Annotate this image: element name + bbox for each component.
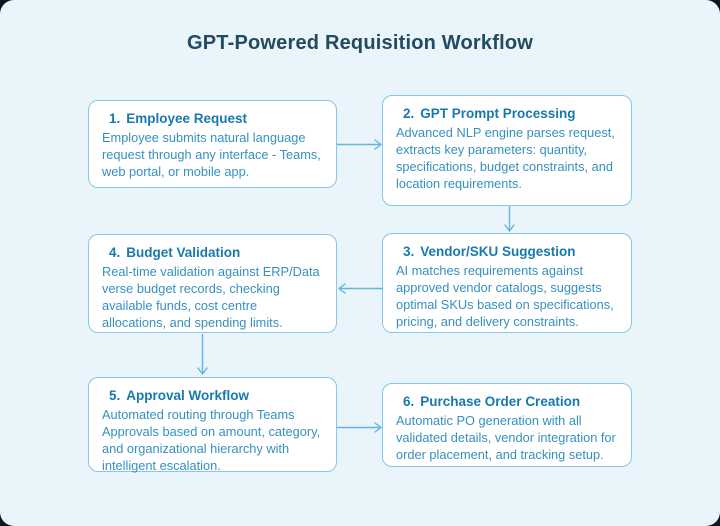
arrow-step4-to-step5-icon xyxy=(196,334,209,376)
step-heading: 5. Approval Workflow xyxy=(102,388,323,403)
step-number: 4. xyxy=(109,245,121,260)
step-description: Employee submits natural language reques… xyxy=(102,130,321,179)
arrow-step2-to-step3-icon xyxy=(503,206,516,233)
step-box-gpt-prompt-processing: 2. GPT Prompt Processing Advanced NLP en… xyxy=(382,95,632,206)
step-title: Approval Workflow xyxy=(126,388,250,403)
step-description: Automated routing through Teams Approval… xyxy=(102,407,321,473)
step-title: Vendor/SKU Suggestion xyxy=(420,244,576,259)
step-box-vendor-sku-suggestion: 3. Vendor/SKU Suggestion AI matches requ… xyxy=(382,233,632,333)
step-description: AI matches requirements against approved… xyxy=(396,263,614,329)
step-heading: 1. Employee Request xyxy=(102,111,323,126)
step-heading: 4. Budget Validation xyxy=(102,245,323,260)
step-description: Automatic PO generation with all validat… xyxy=(396,413,616,462)
step-number: 2. xyxy=(403,106,415,121)
arrow-step3-to-step4-icon xyxy=(337,282,383,295)
step-number: 6. xyxy=(403,394,415,409)
step-title: Purchase Order Creation xyxy=(420,394,581,409)
step-heading: 3. Vendor/SKU Suggestion xyxy=(396,244,618,259)
arrow-step1-to-step2-icon xyxy=(337,138,383,151)
step-box-approval-workflow: 5. Approval Workflow Automated routing t… xyxy=(88,377,337,473)
step-heading: 2. GPT Prompt Processing xyxy=(396,106,618,121)
step-number: 3. xyxy=(403,244,415,259)
step-number: 1. xyxy=(109,111,121,126)
step-box-employee-request: 1. Employee Request Employee submits nat… xyxy=(88,100,337,188)
page-title: GPT-Powered Requisition Workflow xyxy=(186,32,534,54)
step-heading: 6. Purchase Order Creation xyxy=(396,394,618,409)
step-title: Budget Validation xyxy=(126,245,241,260)
step-box-purchase-order-creation: 6. Purchase Order Creation Automatic PO … xyxy=(382,383,632,467)
step-title: Employee Request xyxy=(126,111,248,126)
step-title: GPT Prompt Processing xyxy=(420,106,576,121)
step-description: Real-time validation against ERP/Data ve… xyxy=(102,264,320,330)
step-number: 5. xyxy=(109,388,121,403)
arrow-step5-to-step6-icon xyxy=(337,421,383,434)
step-box-budget-validation: 4. Budget Validation Real-time validatio… xyxy=(88,234,337,333)
step-description: Advanced NLP engine parses request, extr… xyxy=(396,125,615,191)
